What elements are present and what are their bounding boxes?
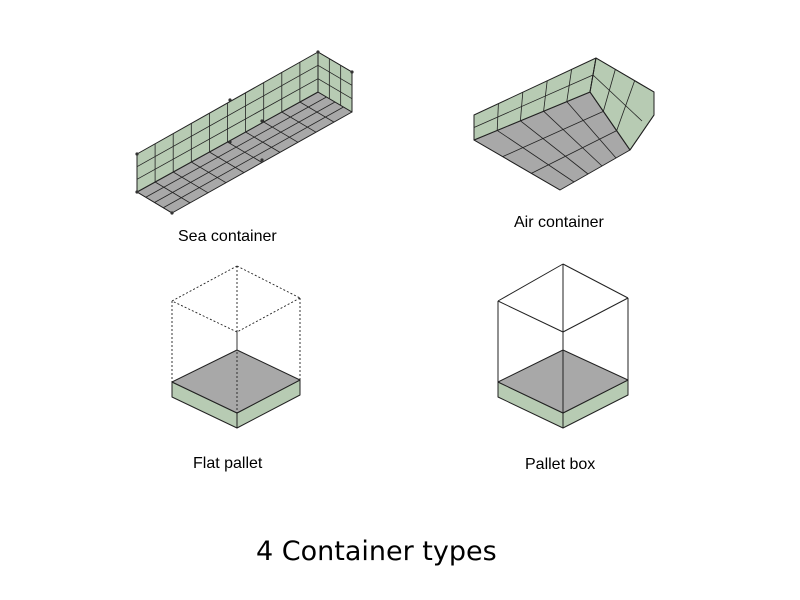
diagram-title: 4 Container types <box>256 536 497 567</box>
box-outline <box>562 297 629 333</box>
sea-corner-fitting <box>135 190 139 194</box>
sea-corner-fitting <box>135 152 139 156</box>
air-floor-grid <box>531 130 617 174</box>
air-container-caption: Air container <box>514 214 604 231</box>
sea-back-wall-grid <box>136 78 319 180</box>
air-slope-face <box>589 57 655 151</box>
air-floor-grid <box>566 101 617 159</box>
flat-outline <box>171 300 238 333</box>
sea-floor-grid <box>154 101 336 203</box>
pallet-box-caption: Pallet box <box>525 456 596 473</box>
sea-corner-fitting <box>260 119 264 123</box>
sea-floor-grid <box>163 106 344 209</box>
box-outline <box>562 263 629 299</box>
sea-edge <box>136 191 173 214</box>
air-floor-grid <box>502 110 604 158</box>
sea-container-caption: Sea container <box>178 228 277 245</box>
sea-edge <box>317 51 353 73</box>
sea-back-wall-grid <box>136 64 319 168</box>
flat-outline <box>171 265 238 302</box>
air-floor-grid <box>520 120 589 175</box>
sea-corner-fitting <box>228 140 232 144</box>
sea-floor-grid <box>145 96 327 198</box>
air-back-wall-grid <box>473 74 594 128</box>
sea-container-icon <box>135 50 354 215</box>
flat-outline <box>236 297 301 333</box>
air-container-icon <box>473 57 655 191</box>
air-end-wall-grid <box>592 74 643 122</box>
sea-end-wall-grid <box>317 78 353 100</box>
box-outline <box>497 263 564 302</box>
flat-pallet-icon <box>171 265 301 429</box>
sea-end-wall-grid <box>317 64 353 86</box>
air-edge <box>473 139 561 191</box>
air-floor-grid <box>543 110 603 167</box>
sea-corner-fitting <box>170 211 174 215</box>
flat-outline <box>236 265 301 299</box>
air-floor-grid <box>496 130 575 183</box>
box-outline <box>497 300 564 333</box>
sea-corner-fitting <box>316 50 320 54</box>
flat-pallet-caption: Flat pallet <box>193 455 263 472</box>
pallet-box-icon <box>497 263 629 429</box>
sea-corner-fitting <box>350 70 354 74</box>
sea-corner-fitting <box>228 98 232 102</box>
sea-corner-fitting <box>260 158 264 162</box>
